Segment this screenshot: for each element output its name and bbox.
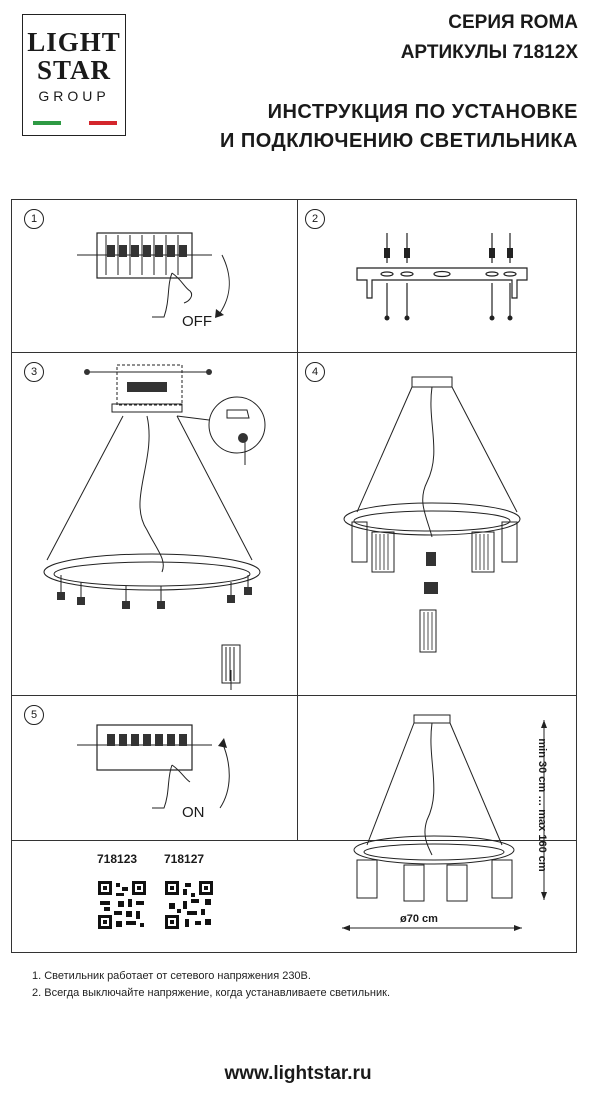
step-number-3: 3 bbox=[24, 362, 44, 382]
mounting-bracket-illustration bbox=[356, 233, 528, 321]
qr-code-1[interactable] bbox=[98, 881, 146, 929]
flag-white bbox=[61, 121, 89, 125]
grid-divider bbox=[12, 840, 297, 841]
diameter-label: ø70 cm bbox=[400, 913, 438, 925]
instruction-title-line-1: ИНСТРУКЦИЯ ПО УСТАНОВКЕ bbox=[267, 101, 578, 123]
step-number-2: 2 bbox=[305, 209, 325, 229]
step-5-label: ON bbox=[182, 804, 205, 821]
breaker-on-illustration bbox=[77, 724, 230, 809]
step-number-5: 5 bbox=[24, 705, 44, 725]
logo-line-2: STAR bbox=[36, 55, 112, 85]
logo-line-3: GROUP bbox=[38, 88, 110, 104]
website-link[interactable]: www.lightstar.ru bbox=[224, 1063, 372, 1084]
instruction-title-line-2: И ПОДКЛЮЧЕНИЮ СВЕТИЛЬНИКА bbox=[219, 130, 578, 152]
logo-flag bbox=[33, 121, 117, 125]
logo-line-1: LIGHT bbox=[27, 27, 121, 57]
articles-title: АРТИКУЛЫ 71812X bbox=[400, 42, 578, 63]
article-code-2: 718127 bbox=[164, 852, 205, 866]
breaker-off-illustration bbox=[77, 232, 230, 318]
instruction-grid: 1 OFF 2 bbox=[11, 199, 577, 953]
chandelier-hanging-illustration bbox=[43, 364, 266, 690]
grid-divider bbox=[12, 352, 576, 353]
qr-code-2[interactable] bbox=[165, 881, 213, 929]
grid-divider-vertical bbox=[297, 200, 298, 840]
chandelier-dimensions-illustration bbox=[342, 714, 547, 931]
series-title: СЕРИЯ ROMA bbox=[448, 12, 578, 33]
step-number-1: 1 bbox=[24, 209, 44, 229]
note-1: 1. Светильник работает от сетевого напря… bbox=[32, 970, 311, 982]
height-dimension: min 30 cm … max 160 cm bbox=[532, 720, 552, 890]
flag-red bbox=[89, 121, 117, 125]
step-number-4: 4 bbox=[305, 362, 325, 382]
grid-divider bbox=[12, 695, 576, 696]
shade-installation-illustration bbox=[343, 376, 521, 653]
flag-green bbox=[33, 121, 61, 125]
note-2: 2. Всегда выключайте напряжение, когда у… bbox=[32, 987, 391, 999]
article-code-1: 718123 bbox=[97, 852, 138, 866]
step-1-label: OFF bbox=[182, 313, 212, 330]
brand-logo: LIGHT STAR GROUP bbox=[22, 14, 126, 136]
height-range-label: min 30 cm … max 160 cm bbox=[536, 738, 548, 872]
